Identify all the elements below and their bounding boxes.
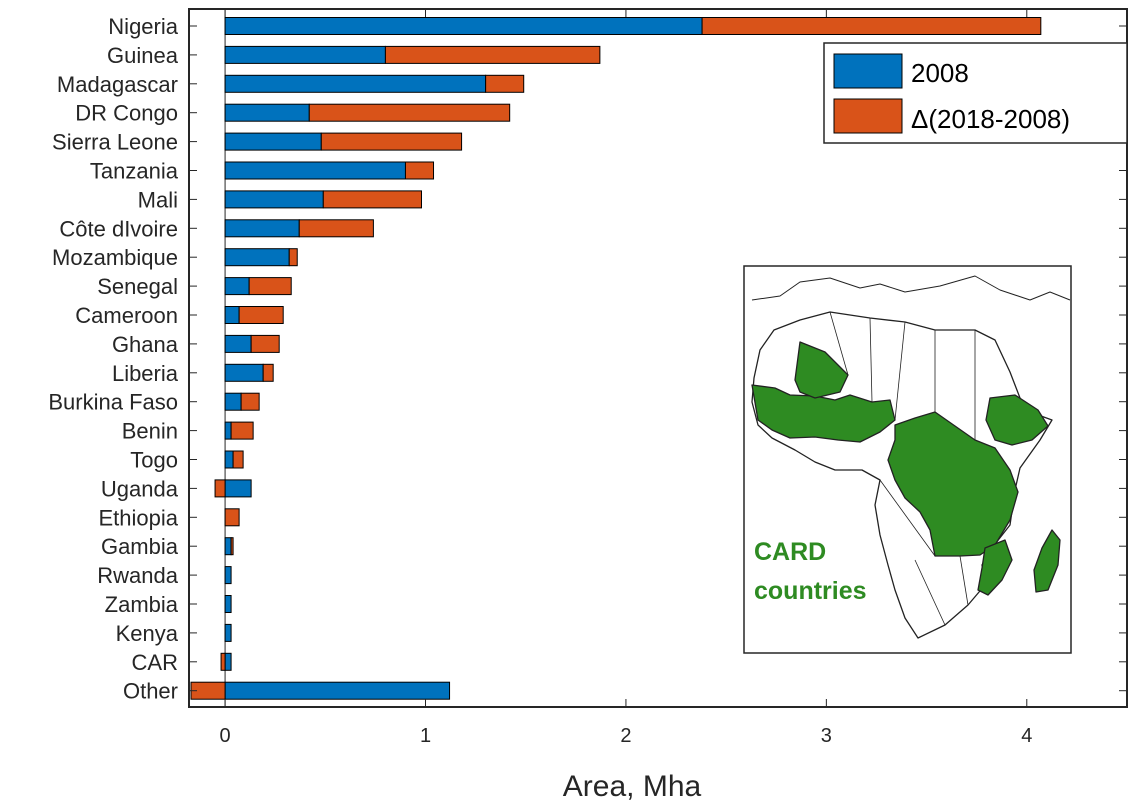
- bar-delta-guinea: [384, 45, 601, 64]
- bar-delta-benin: [230, 421, 254, 440]
- bar-2008-togo: [224, 450, 234, 469]
- x-axis-title: Area, Mha: [563, 770, 702, 803]
- category-label-nigeria: Nigeria: [108, 14, 178, 39]
- bar-2008-ghana: [224, 334, 252, 353]
- category-label-dr-congo: DR Congo: [75, 101, 178, 126]
- bar-2008-c-te-divoire: [224, 219, 300, 238]
- bar-2008-cameroon: [224, 306, 240, 324]
- x-ticks: 0 1 2 3 4: [220, 9, 1032, 747]
- category-label-car: CAR: [132, 650, 178, 675]
- bar-2008-zambia: [224, 595, 232, 613]
- mali-region: [794, 341, 849, 399]
- bar-delta-gambia: [230, 537, 234, 556]
- bar-2008-madagascar: [224, 74, 487, 93]
- bars: [190, 17, 1042, 700]
- x-tick-label-2: 2: [620, 725, 631, 747]
- madagascar-region: [1033, 529, 1061, 593]
- bar-delta-ghana: [250, 334, 280, 353]
- category-label-mali: Mali: [138, 187, 178, 212]
- bar-2008-liberia: [224, 363, 264, 382]
- bar-2008-gambia: [224, 537, 232, 556]
- bar-2008-nigeria: [224, 17, 703, 35]
- category-label-benin: Benin: [122, 419, 178, 444]
- bar-delta-nigeria: [701, 17, 1042, 35]
- bar-2008-car: [224, 652, 232, 671]
- category-label-other: Other: [123, 679, 178, 704]
- x-tick-label-3: 3: [821, 725, 832, 747]
- category-label-ethiopia: Ethiopia: [98, 505, 178, 530]
- category-label-gambia: Gambia: [101, 534, 179, 559]
- bar-delta-tanzania: [404, 161, 435, 180]
- category-label-liberia: Liberia: [112, 361, 179, 386]
- category-label-rwanda: Rwanda: [97, 563, 178, 588]
- category-label-togo: Togo: [130, 448, 178, 473]
- category-label-zambia: Zambia: [105, 592, 179, 617]
- category-label-madagascar: Madagascar: [57, 72, 178, 97]
- bar-delta-senegal: [248, 277, 292, 296]
- bar-delta-cameroon: [238, 306, 284, 324]
- bar-2008-uganda: [224, 479, 252, 498]
- bar-delta-mali: [322, 190, 422, 209]
- bar-2008-kenya: [224, 623, 232, 642]
- x-tick-label-1: 1: [420, 725, 431, 747]
- category-label-ghana: Ghana: [112, 332, 179, 357]
- category-label-uganda: Uganda: [101, 476, 179, 501]
- inset-map: CARD countries: [743, 265, 1072, 654]
- bar-2008-mali: [224, 190, 324, 209]
- bar-2008-guinea: [224, 45, 386, 64]
- bar-delta-mozambique: [288, 248, 298, 267]
- bar-2008-senegal: [224, 277, 250, 296]
- category-label-senegal: Senegal: [97, 274, 178, 299]
- x-tick-label-4: 4: [1021, 725, 1032, 747]
- europe-coast: [751, 275, 1071, 301]
- x-tick-label-0: 0: [220, 725, 231, 747]
- bar-2008-dr-congo: [224, 103, 310, 122]
- category-label-c-te-divoire: Côte dIvoire: [59, 216, 178, 241]
- bar-2008-burkina-faso: [224, 392, 242, 411]
- bar-delta-uganda: [214, 479, 226, 498]
- border-lines: [829, 311, 976, 626]
- bar-delta-c-te-divoire: [298, 219, 374, 238]
- bar-delta-car: [220, 652, 226, 671]
- category-label-sierra-leone: Sierra Leone: [52, 130, 178, 155]
- mozambique-region: [977, 539, 1013, 596]
- bar-delta-togo: [232, 450, 244, 469]
- category-label-tanzania: Tanzania: [90, 159, 179, 184]
- bar-delta-burkina-faso: [240, 392, 260, 411]
- inset-label-line2: countries: [754, 577, 867, 605]
- legend-swatch-2008: [833, 53, 903, 89]
- legend-label-2008: 2008: [911, 58, 969, 88]
- category-label-guinea: Guinea: [107, 43, 179, 68]
- ethiopia-region: [985, 394, 1049, 446]
- category-label-kenya: Kenya: [116, 621, 179, 646]
- category-label-cameroon: Cameroon: [75, 303, 178, 328]
- bar-delta-sierra-leone: [320, 132, 463, 151]
- bar-delta-dr-congo: [308, 103, 511, 122]
- bar-2008-tanzania: [224, 161, 406, 180]
- card-countries: [751, 341, 1061, 596]
- legend-swatch-delta: [833, 98, 903, 134]
- inset-label-line1: CARD: [754, 538, 826, 566]
- bar-2008-benin: [224, 421, 232, 440]
- legend-label-delta: Δ(2018-2008): [911, 104, 1070, 134]
- bar-delta-madagascar: [485, 74, 525, 93]
- category-label-burkina-faso: Burkina Faso: [48, 390, 178, 415]
- bar-2008-other: [224, 681, 451, 700]
- bar-delta-ethiopia: [224, 508, 240, 527]
- bar-delta-liberia: [262, 363, 274, 382]
- africa-map: [751, 275, 1071, 639]
- bar-2008-sierra-leone: [224, 132, 322, 151]
- category-label-mozambique: Mozambique: [52, 245, 178, 270]
- bar-2008-rwanda: [224, 566, 232, 585]
- bar-2008-mozambique: [224, 248, 290, 267]
- legend: 2008 Δ(2018-2008): [823, 42, 1128, 144]
